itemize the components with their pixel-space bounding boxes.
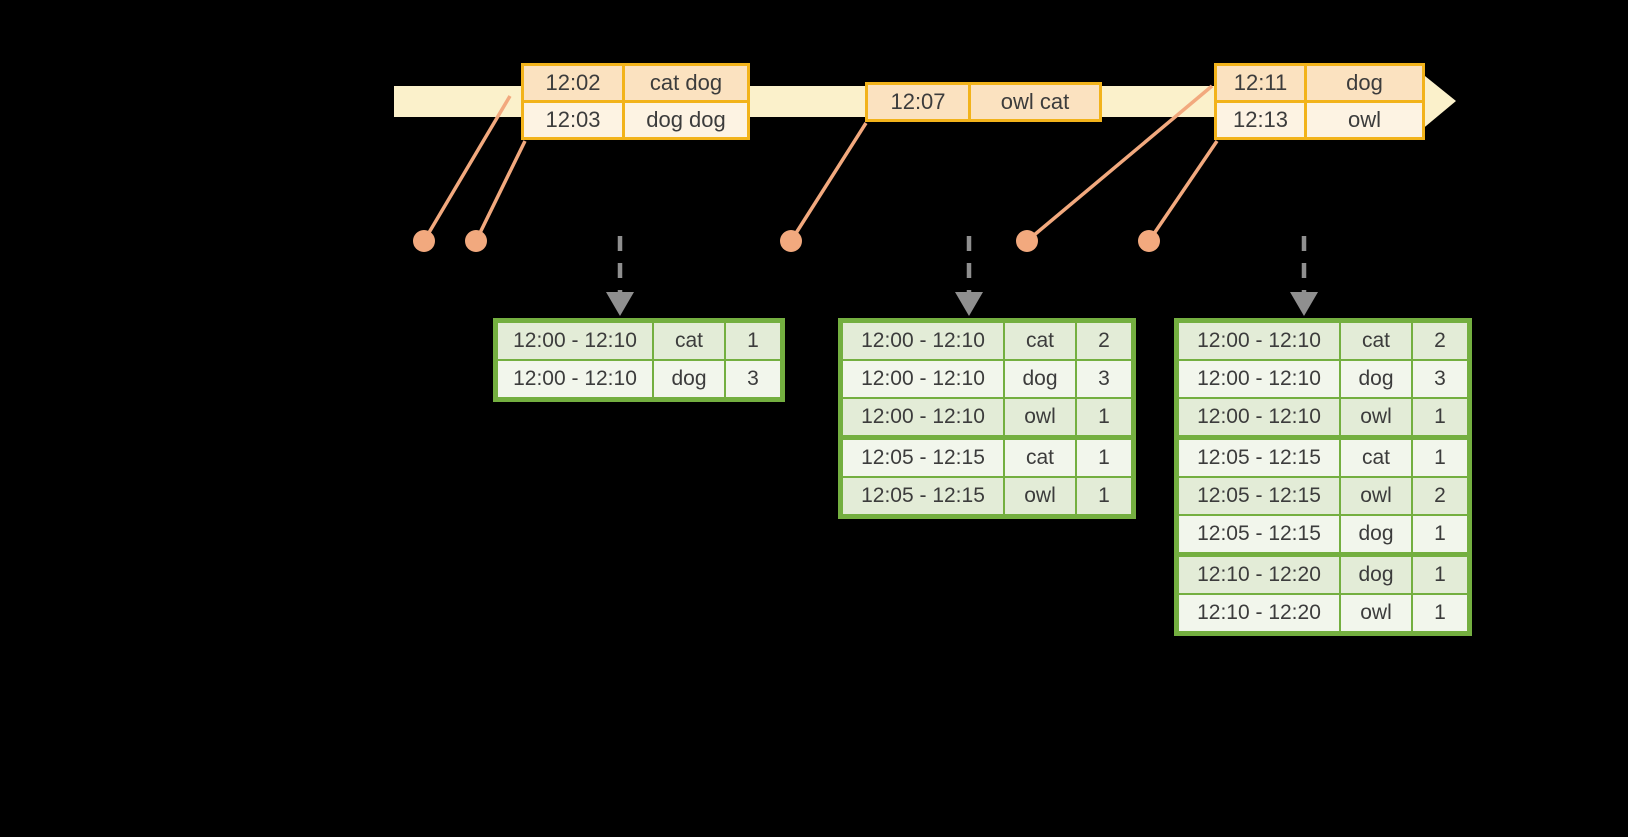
event-line [422, 95, 512, 242]
table-cell: 1 [1075, 397, 1135, 439]
table-cell: owl [1003, 397, 1077, 439]
table-cell: cat [1339, 319, 1413, 361]
table-cell: 1 [1411, 552, 1471, 595]
table-cell: dog [1339, 359, 1413, 399]
table-cell: 12:10 - 12:20 [1175, 552, 1341, 595]
table-cell: cat dog [622, 63, 750, 103]
table-cell: dog [652, 359, 726, 401]
table-cell: 12:05 - 12:15 [1175, 435, 1341, 478]
event-dots [413, 230, 1160, 252]
table-cell: 3 [724, 359, 784, 401]
table-cell: owl [1003, 476, 1077, 518]
table-cell: 12:00 - 12:10 [1175, 397, 1341, 439]
table-cell: owl [1339, 476, 1413, 516]
table-cell: 2 [1411, 476, 1471, 516]
table-cell: dog [1003, 359, 1077, 399]
trigger-arrow-icon [955, 236, 983, 316]
table-cell: dog [1304, 63, 1425, 103]
table-cell: dog [1339, 552, 1413, 595]
event-lines [422, 84, 1219, 243]
table-cell: 12:00 - 12:10 [839, 359, 1005, 399]
table-cell: 12:00 - 12:10 [839, 319, 1005, 361]
event-dot [780, 230, 802, 252]
table-cell: 12:03 [521, 100, 625, 140]
trigger-arrow-icon [1290, 236, 1318, 316]
table-cell: 12:05 - 12:15 [839, 435, 1005, 478]
table-cell: 12:00 - 12:10 [1175, 359, 1341, 399]
table-cell: 2 [1411, 319, 1471, 361]
table-cell: 12:05 - 12:15 [1175, 514, 1341, 556]
table-cell: 12:02 [521, 63, 625, 103]
table-cell: 2 [1075, 319, 1135, 361]
table-cell: 12:07 [865, 82, 971, 122]
event-line [1147, 140, 1219, 242]
table-cell: dog [1339, 514, 1413, 556]
table-cell: dog dog [622, 100, 750, 140]
table-cell: 12:05 - 12:15 [1175, 476, 1341, 516]
trigger-arrow-icon [606, 236, 634, 316]
table-cell: owl [1339, 593, 1413, 635]
event-dot [1138, 230, 1160, 252]
trigger-arrows [606, 236, 1318, 316]
event-dot [465, 230, 487, 252]
table-cell: 12:11 [1214, 63, 1307, 103]
table-cell: 1 [1411, 593, 1471, 635]
table-cell: owl cat [968, 82, 1102, 122]
table-cell: 1 [724, 319, 784, 361]
table-cell: 1 [1075, 435, 1135, 478]
event-dot [413, 230, 435, 252]
table-cell: cat [1003, 435, 1077, 478]
table-cell: 1 [1411, 514, 1471, 556]
table-cell: 12:00 - 12:10 [1175, 319, 1341, 361]
event-line [474, 140, 527, 242]
table-cell: 12:00 - 12:10 [494, 359, 654, 401]
table-cell: 12:13 [1214, 100, 1307, 140]
table-cell: 1 [1411, 435, 1471, 478]
event-line [1025, 84, 1214, 243]
table-cell: 12:00 - 12:10 [494, 319, 654, 361]
table-cell: 1 [1075, 476, 1135, 518]
event-dot [1016, 230, 1038, 252]
table-cell: cat [652, 319, 726, 361]
table-cell: 12:05 - 12:15 [839, 476, 1005, 518]
event-line [789, 122, 868, 242]
table-cell: 12:00 - 12:10 [839, 397, 1005, 439]
table-cell: 1 [1411, 397, 1471, 439]
table-cell: cat [1003, 319, 1077, 361]
table-cell: 12:10 - 12:20 [1175, 593, 1341, 635]
table-cell: owl [1339, 397, 1413, 439]
table-cell: owl [1304, 100, 1425, 140]
table-cell: cat [1339, 435, 1413, 478]
table-cell: 3 [1075, 359, 1135, 399]
table-cell: 3 [1411, 359, 1471, 399]
